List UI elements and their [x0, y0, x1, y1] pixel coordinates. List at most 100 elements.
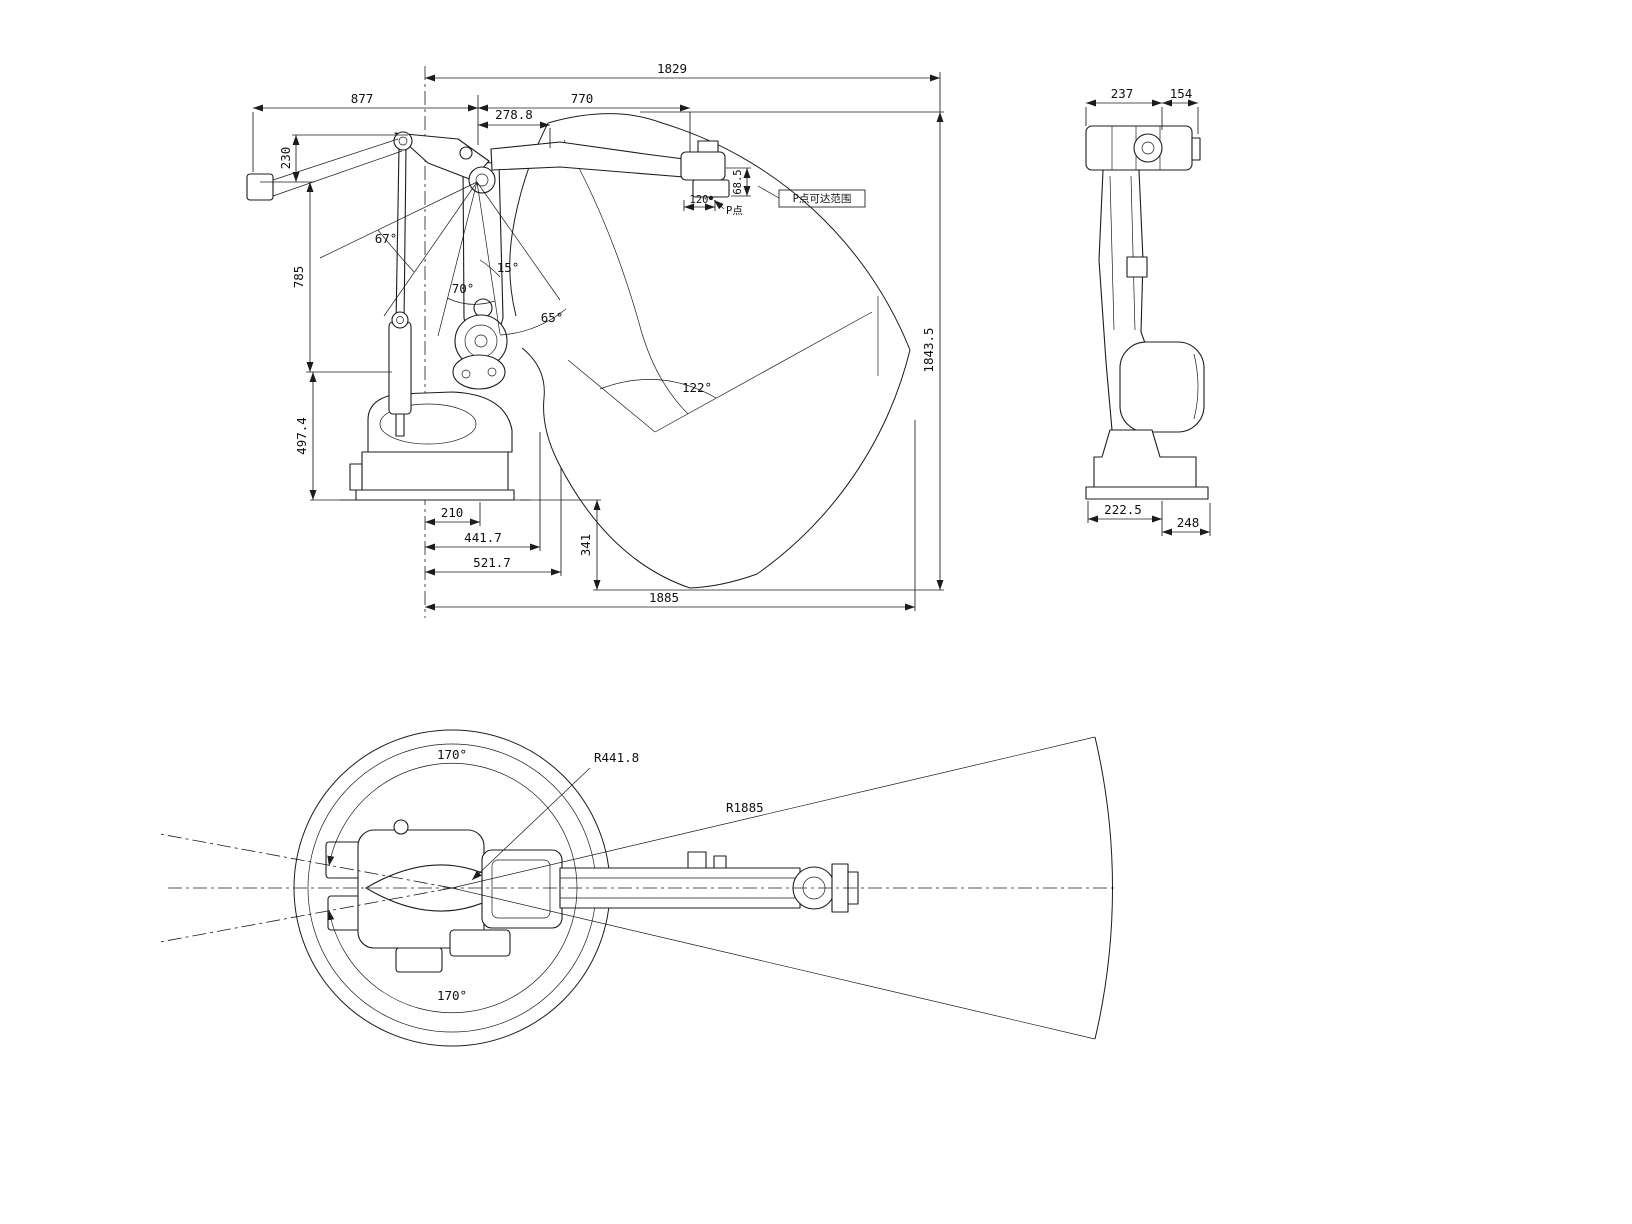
limit-line-122b [567, 359, 656, 433]
leader-line [713, 199, 725, 210]
angle-arc-65 [499, 308, 567, 336]
j2-motor-hub [474, 334, 488, 348]
dim-1829-label: 1829 [657, 61, 687, 76]
j3-motor [452, 354, 506, 390]
limit-line-1 [319, 181, 478, 259]
r441-leader [471, 767, 591, 881]
dim-877: 877 [252, 91, 479, 172]
angle-arc-15 [479, 259, 501, 278]
wrist [680, 151, 726, 181]
callout-box [778, 189, 866, 208]
top-bracket-pivot [393, 819, 409, 835]
cylinder-pivot-hole [396, 316, 404, 324]
dim-497-4: 497.4 [294, 372, 356, 501]
dim-154: 154 [1162, 86, 1199, 134]
j3-bolt-right [487, 367, 497, 377]
link-pivot [459, 146, 473, 160]
dim-770: 770 [478, 91, 691, 152]
cylinder-pivot [391, 311, 409, 329]
balance-cylinder [388, 321, 412, 415]
limit-line-3 [437, 181, 478, 337]
angle-arc-70 [446, 297, 496, 305]
dim-341-label: 341 [578, 534, 593, 557]
dim-1829: 1829 [425, 61, 941, 115]
envelope-mid-curve [563, 139, 689, 415]
limit-line-122a [654, 311, 873, 433]
base-box [361, 451, 509, 491]
upper-joint-hole [475, 173, 489, 187]
dim-785-label: 785 [291, 266, 306, 289]
dim-154-label: 154 [1170, 86, 1193, 101]
aux-box [449, 929, 511, 957]
dim-785: 785 [291, 182, 392, 373]
dim-278-8-label: 278.8 [495, 107, 533, 122]
dim-237: 237 [1085, 86, 1163, 130]
base-plate-front [1085, 486, 1209, 500]
reach-radius-upper [451, 736, 1096, 889]
head-cap [1191, 137, 1201, 161]
base-plate [355, 489, 515, 501]
angle-122-label: 122° [682, 380, 712, 395]
reach-radius-lower [451, 887, 1096, 1040]
angle-170-upper-label: 170° [437, 747, 467, 762]
cylinder-rod [395, 413, 405, 437]
dim-1843-5: 1843.5 [593, 111, 944, 591]
robot-side-silhouette [246, 131, 730, 501]
dim-341: 341 [520, 499, 601, 590]
base-front [1093, 429, 1197, 488]
left-pose-link-b [272, 150, 403, 197]
dim-210: 210 [425, 502, 481, 526]
dim-68-5-label: 68.5 [732, 169, 744, 194]
leader-line [757, 185, 780, 199]
angle-arc-122 [599, 379, 717, 399]
p-reach-label: P点可达范围 [793, 192, 852, 205]
column-edge-1 [1109, 175, 1115, 331]
dim-68-5: 68.5 [726, 167, 751, 197]
sweep-arc-upper [327, 762, 578, 889]
wrist-motor [1133, 133, 1163, 163]
shoulder-pivot-hole [398, 136, 408, 146]
column-edge-2 [1130, 175, 1136, 331]
radius-441-8-label: R441.8 [594, 750, 639, 765]
joint-limit-lines: 67° 15° 70° 65° 122° [319, 181, 873, 433]
robot-top-silhouette [325, 819, 859, 973]
dim-521-7-label: 521.7 [473, 555, 511, 570]
dim-1885-side: 1885 [425, 420, 916, 611]
p-point-label: P点 [726, 205, 743, 217]
tie-rod [395, 147, 407, 325]
dim-497-4-label: 497.4 [294, 417, 309, 455]
motor-lobe-arc [1193, 353, 1199, 420]
sweep-arc-lower [327, 887, 578, 1014]
dim-222-5: 222.5 [1087, 501, 1163, 536]
angle-15-label: 15° [497, 260, 520, 275]
dim-441-7: 441.7 [425, 432, 541, 551]
front-view: 237 154 222.5 248 [1085, 86, 1211, 536]
angle-70-label: 70° [452, 281, 475, 296]
angle-arc-67 [377, 229, 415, 273]
mid-joint [473, 298, 493, 318]
side-view: 67° 15° 70° 65° 122° 1829 877 770 [246, 61, 944, 618]
base-housing-detail [379, 403, 477, 445]
column-box-detail [1126, 256, 1148, 278]
connector-box [395, 947, 443, 973]
angle-65-label: 65° [541, 310, 564, 325]
limit-line-2 [383, 181, 478, 317]
dim-278-8: 278.8 [478, 107, 551, 148]
base-connector [349, 463, 363, 491]
reach-arc-1885 [1094, 736, 1113, 1040]
top-view: 170° 170° R441.8 R1885 [159, 729, 1118, 1047]
wrist-motor-hub [1141, 141, 1155, 155]
dim-120-label: 120 [690, 194, 709, 206]
dim-1843-5-label: 1843.5 [921, 327, 936, 372]
dim-237-label: 237 [1111, 86, 1134, 101]
arm-base-inner [491, 859, 551, 919]
dim-521-7: 521.7 [425, 468, 562, 576]
dim-770-label: 770 [571, 91, 594, 106]
angle-170-lower-label: 170° [437, 988, 467, 1003]
arm-bolt-block-1 [687, 851, 707, 869]
dim-230: 230 [260, 134, 408, 183]
dim-230-label: 230 [278, 147, 293, 170]
p-point-callout: P点 [713, 199, 743, 217]
robot-front-silhouette [1085, 125, 1209, 500]
angle-67-label: 67° [375, 231, 398, 246]
